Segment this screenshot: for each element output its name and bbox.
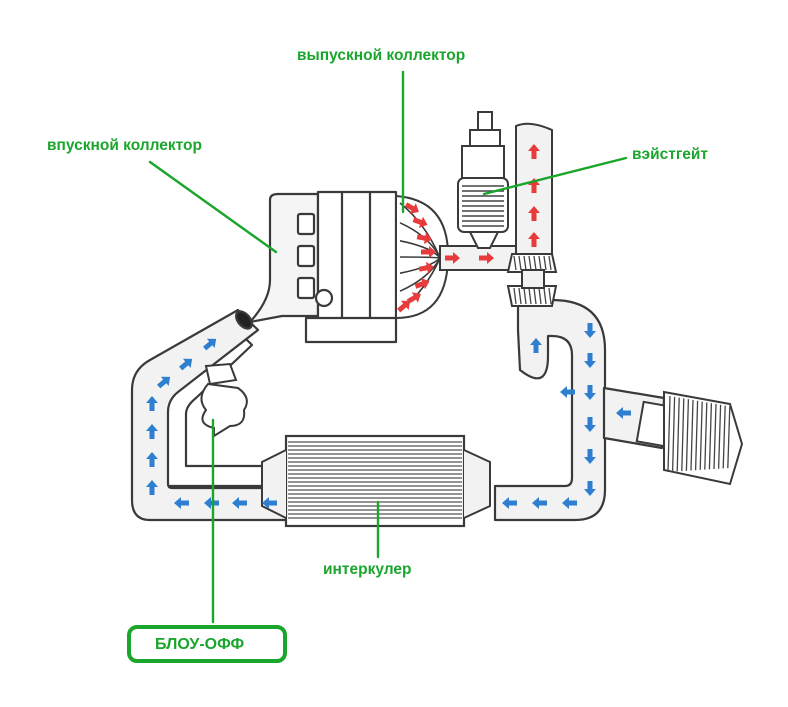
blow-off-label-box	[127, 625, 287, 663]
blue-arrow	[232, 497, 247, 509]
turbocharger	[506, 253, 558, 307]
cold-air-flow-arrows	[146, 323, 631, 509]
blue-arrow	[560, 386, 575, 398]
blue-arrow	[502, 497, 517, 509]
red-arrow	[418, 261, 434, 274]
blue-arrow	[584, 323, 596, 338]
blue-arrow	[616, 407, 631, 419]
red-arrow	[528, 206, 540, 221]
blue-arrow	[146, 424, 158, 439]
leader-intake	[148, 160, 278, 254]
leader-wastegate	[482, 156, 628, 196]
blue-arrow	[146, 480, 158, 495]
blue-arrow	[584, 385, 596, 400]
exhaust-manifold-label: выпускной коллектор	[297, 47, 466, 64]
blue-arrow	[584, 417, 596, 432]
red-arrow	[406, 292, 421, 304]
engine-block	[234, 190, 398, 344]
red-arrow	[412, 216, 428, 228]
blue-arrow	[262, 497, 277, 509]
red-arrow	[397, 300, 411, 313]
blue-arrow	[157, 376, 171, 389]
intercooler-label: интеркулер	[323, 561, 412, 578]
blue-arrow	[174, 497, 189, 509]
red-arrow	[404, 202, 419, 214]
blue-arrow	[562, 497, 577, 509]
red-arrow	[528, 232, 540, 247]
blue-arrow	[203, 338, 217, 351]
blue-arrow	[584, 481, 596, 496]
blow-off-valve	[200, 362, 248, 438]
red-arrow	[445, 252, 460, 264]
blue-arrow	[584, 449, 596, 464]
blue-arrow	[532, 497, 547, 509]
blue-arrow	[146, 452, 158, 467]
hot-exhaust-flow-arrows	[397, 144, 540, 313]
red-arrow	[416, 232, 432, 245]
leader-lines	[148, 70, 628, 624]
red-arrow	[421, 246, 436, 258]
blue-arrow	[179, 358, 193, 371]
air-filter	[635, 390, 744, 486]
wastegate-label: вэйстгейт	[632, 146, 709, 163]
red-arrow	[414, 278, 430, 290]
blow-off-label: БЛОУ-ОФФ	[155, 636, 245, 653]
blue-arrow	[584, 353, 596, 368]
intercooler	[261, 434, 491, 528]
red-arrow	[528, 144, 540, 159]
blue-arrow	[204, 497, 219, 509]
intake-manifold-label: впускной коллектор	[47, 137, 202, 154]
red-arrow	[479, 252, 494, 264]
blue-arrow	[530, 338, 542, 353]
blue-arrow	[146, 396, 158, 411]
